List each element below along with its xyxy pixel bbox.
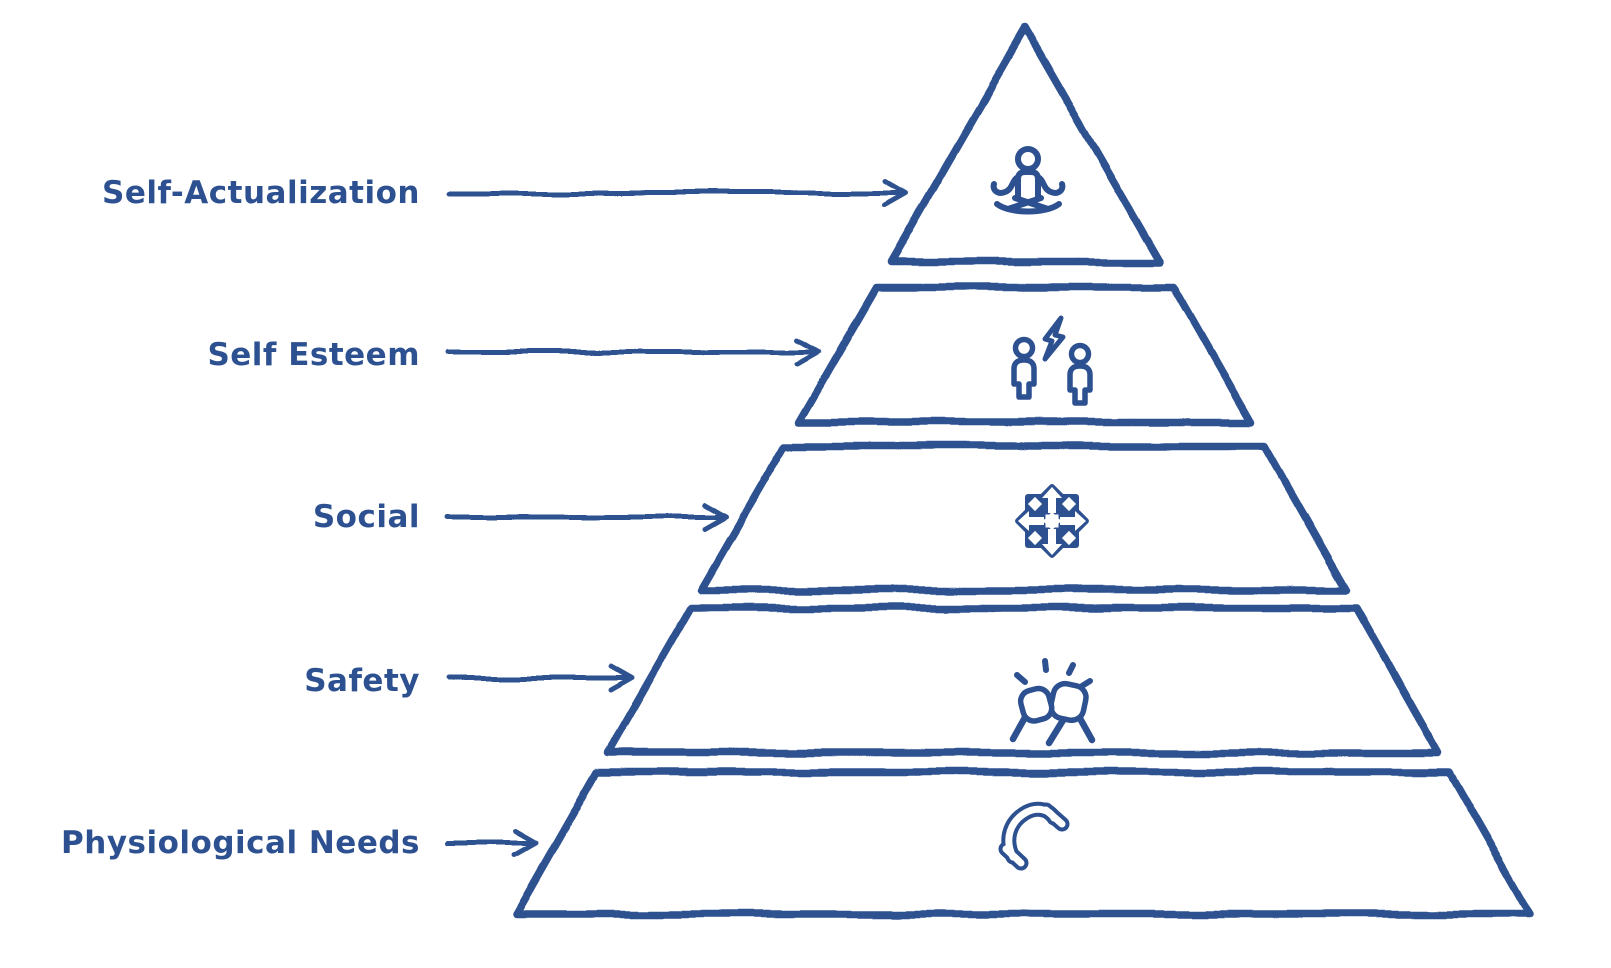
label-safety: Safety <box>304 663 420 699</box>
fist-bump-icon <box>1009 658 1096 747</box>
people-conflict-icon <box>1011 315 1093 406</box>
label-physiological-needs: Physiological Needs <box>61 825 420 861</box>
arrow-physiological <box>445 828 539 858</box>
arrow-safety <box>447 663 635 693</box>
label-self-actualization: Self-Actualization <box>102 175 420 211</box>
pyramid-level-self-actualization <box>886 24 1164 266</box>
pyramid-level-physiological <box>512 768 1534 918</box>
arrow-social <box>445 502 729 532</box>
label-social: Social <box>312 499 420 535</box>
arrow-self-actualization <box>445 178 909 208</box>
meditation-icon <box>990 146 1066 215</box>
phone-call-icon <box>998 801 1070 871</box>
geometric-star-icon <box>1015 484 1089 558</box>
arrow-self-esteem <box>445 337 821 367</box>
label-self-esteem: Self Esteem <box>207 337 420 373</box>
